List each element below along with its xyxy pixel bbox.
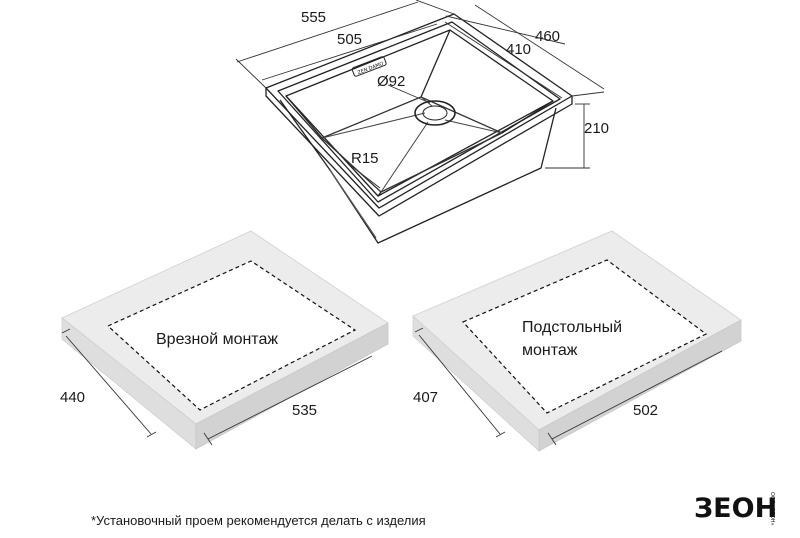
dim-overall-width: 460	[535, 28, 560, 45]
sink-rim-edge	[265, 88, 573, 217]
flush-mount-length: 535	[292, 402, 317, 419]
undermount-length: 502	[633, 402, 658, 419]
dim-drain-diameter: Ø92	[377, 73, 405, 90]
dim-inner-width: 410	[506, 41, 531, 58]
sink-inner-rim	[277, 21, 561, 203]
undermount-dimensions	[414, 327, 723, 446]
sink-bowl-body	[279, 99, 557, 244]
dim-inner-length: 505	[337, 31, 362, 48]
flush-mount-slab	[61, 230, 389, 450]
sink-dimension-lines	[235, 0, 605, 189]
footnote: *Установочный проем рекомендуется делать…	[91, 513, 426, 528]
dim-overall-length: 555	[301, 9, 326, 26]
flush-mount-dimensions	[61, 328, 373, 446]
undermount-width: 407	[413, 389, 438, 406]
flush-mount-label: Врезной монтаж	[156, 331, 278, 348]
dim-corner-radius: R15	[351, 150, 379, 167]
drain-hole	[414, 100, 456, 126]
sink-drawing: ZEN DAMO	[265, 13, 573, 244]
brand-tagline: ООО «ЗЕОН»	[769, 492, 775, 526]
undermount-label-line1: Подстольный	[522, 319, 622, 336]
brand-logo-text: ЗЕОН	[694, 493, 777, 524]
undermount-label-line2: монтаж	[522, 342, 578, 359]
brand-logo: ЗЕОН ООО «ЗЕОН»	[694, 492, 777, 526]
undermount-cutout	[461, 259, 708, 414]
overflow-badge	[351, 56, 387, 77]
flush-mount-cutout	[106, 260, 357, 411]
dim-depth: 210	[584, 120, 609, 137]
flush-mount-width: 440	[60, 389, 85, 406]
undermount-slab	[412, 230, 742, 452]
